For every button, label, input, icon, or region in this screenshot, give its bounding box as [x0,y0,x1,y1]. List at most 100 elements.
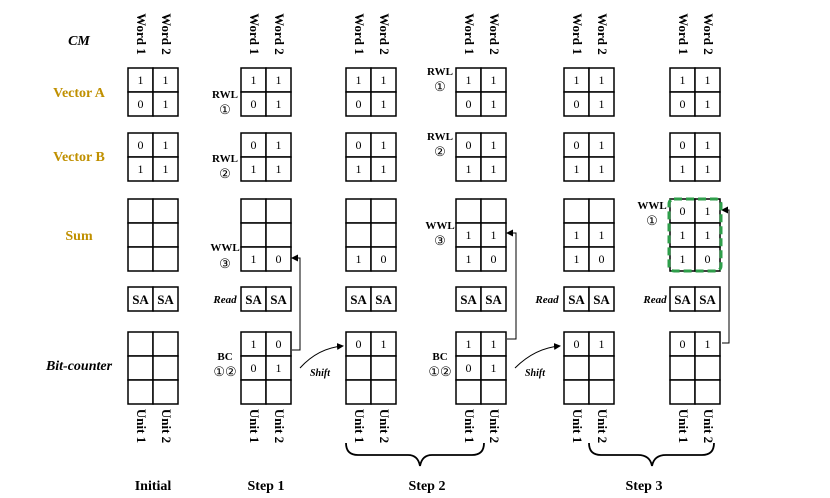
op-wwl-step2: WWL [425,220,454,232]
step1-vector-b-cell [240,132,267,158]
step3b-bit-counter-cell [694,331,721,357]
step2b-bit-counter-value: 0 [466,361,472,375]
step3b-vector-a-cell [694,91,721,117]
step1-vector-a-value: 1 [276,73,282,87]
initial-word-label: Word 1 [134,13,149,55]
step3b-vector-b-value: 1 [705,138,711,152]
step1-vector-b-cell [240,156,267,182]
step3b-bit-counter-cell [694,379,721,405]
initial-vector-a-cell [127,67,154,93]
initial-vector-b-value: 1 [163,138,169,152]
step3a-vector-b-value: 0 [574,138,580,152]
step3a-bit-counter-cell [588,355,615,381]
initial-sum-cell [152,198,179,224]
op-rwl-step1-b: RWL [212,153,238,165]
step1-vector-b-value: 1 [276,162,282,176]
step3a-vector-b-cell [588,132,615,158]
result-highlight-box [667,197,723,273]
step3a-sum-value: 1 [599,228,605,242]
step1-word-label: Word 2 [272,13,287,55]
op-read-step1: Read [212,294,237,306]
initial-sum-cell [127,222,154,248]
step3a-sense-amp [588,286,615,312]
step2a-bit-counter-value: 1 [381,337,387,351]
initial-vector-a-value: 1 [163,73,169,87]
step3a-unit-label: Unit 2 [595,409,610,443]
step1-sum-value: 0 [276,252,282,266]
step3b-unit-label: Unit 2 [701,409,716,443]
step2a-vector-a-value: 1 [381,97,387,111]
op-read-step3b: Read [642,294,667,306]
step3b-vector-a-cell [694,67,721,93]
step1-unit-label: Unit 2 [272,409,287,443]
step2b-vector-a-value: 1 [491,97,497,111]
step3b-vector-b-value: 1 [705,162,711,176]
step1-sense-amp-label: SA [270,292,287,307]
step1-unit-label: Unit 1 [247,409,262,443]
step2a-sense-amp-label: SA [375,292,392,307]
step3b-vector-b-cell [694,156,721,182]
step3b-vector-a-cell [669,91,696,117]
step2a-sum-cell [345,222,372,248]
step2b-sum-value: 1 [466,228,472,242]
initial-bit-counter-cell [152,379,179,405]
step3b-sum-cell [694,198,721,224]
step3a-sum-value: 1 [574,252,580,266]
step2a-bit-counter-cell [345,379,372,405]
step3a-bit-counter-value: 0 [574,337,580,351]
step2b-vector-b-cell [480,156,507,182]
step3a-sum-cell [563,198,590,224]
step1-bit-counter-cell [240,379,267,405]
initial-sum-cell [152,222,179,248]
step2b-vector-b-cell [455,156,482,182]
step3b-word-label: Word 1 [676,13,691,55]
initial-bit-counter-cell [152,331,179,357]
step2b-sense-amp [480,286,507,312]
step3b-vector-b-value: 0 [680,138,686,152]
bracket-step3 [588,442,715,467]
step3a-unit-label: Unit 1 [570,409,585,443]
step2b-sense-amp-label: SA [460,292,477,307]
op-circle-1-step1-a: ① [219,102,231,117]
step2a-bit-counter-cell [370,379,397,405]
step3a-vector-b-value: 1 [599,162,605,176]
step2a-sum-cell [370,246,397,272]
initial-vector-a-value: 1 [138,73,144,87]
initial-sum-cell [152,246,179,272]
step1-vector-b-value: 1 [276,138,282,152]
step1-sum-cell [265,222,292,248]
step2a-vector-b-value: 1 [356,162,362,176]
initial-vector-b-value: 1 [138,162,144,176]
step3a-sum-cell [588,198,615,224]
step1-vector-a-value: 1 [276,97,282,111]
step3a-word-label: Word 1 [570,13,585,55]
initial-vector-b-cell [152,132,179,158]
step3a-bit-counter-cell [563,355,590,381]
step2b-bit-counter-value: 1 [491,337,497,351]
step3b-vector-a-value: 1 [705,97,711,111]
step2b-unit-label: Unit 2 [487,409,502,443]
step2a-vector-a-cell [345,67,372,93]
step2b-sum-value: 1 [466,252,472,266]
step1-vector-b-cell [265,156,292,182]
op-wwl-step1: WWL [210,242,239,254]
step3b-sum-cell [669,198,696,224]
step1-bit-counter-value: 1 [276,361,282,375]
step2a-vector-a-value: 0 [356,97,362,111]
step3b-word-label: Word 2 [701,13,716,55]
step3a-sum-cell [563,222,590,248]
initial-unit-label: Unit 2 [159,409,174,443]
step2a-vector-b-value: 1 [381,138,387,152]
initial-sum-cell [127,198,154,224]
initial-vector-b-value: 0 [138,138,144,152]
initial-bit-counter-cell [127,355,154,381]
step3b-sum-value: 0 [680,204,686,218]
op-circle-3-step1: ③ [219,256,231,271]
step3b-sense-amp [694,286,721,312]
step2b-word-label: Word 1 [462,13,477,55]
step2b-sum-cell [480,198,507,224]
step2b-sum-value: 1 [491,228,497,242]
step3b-sum-value: 1 [705,204,711,218]
